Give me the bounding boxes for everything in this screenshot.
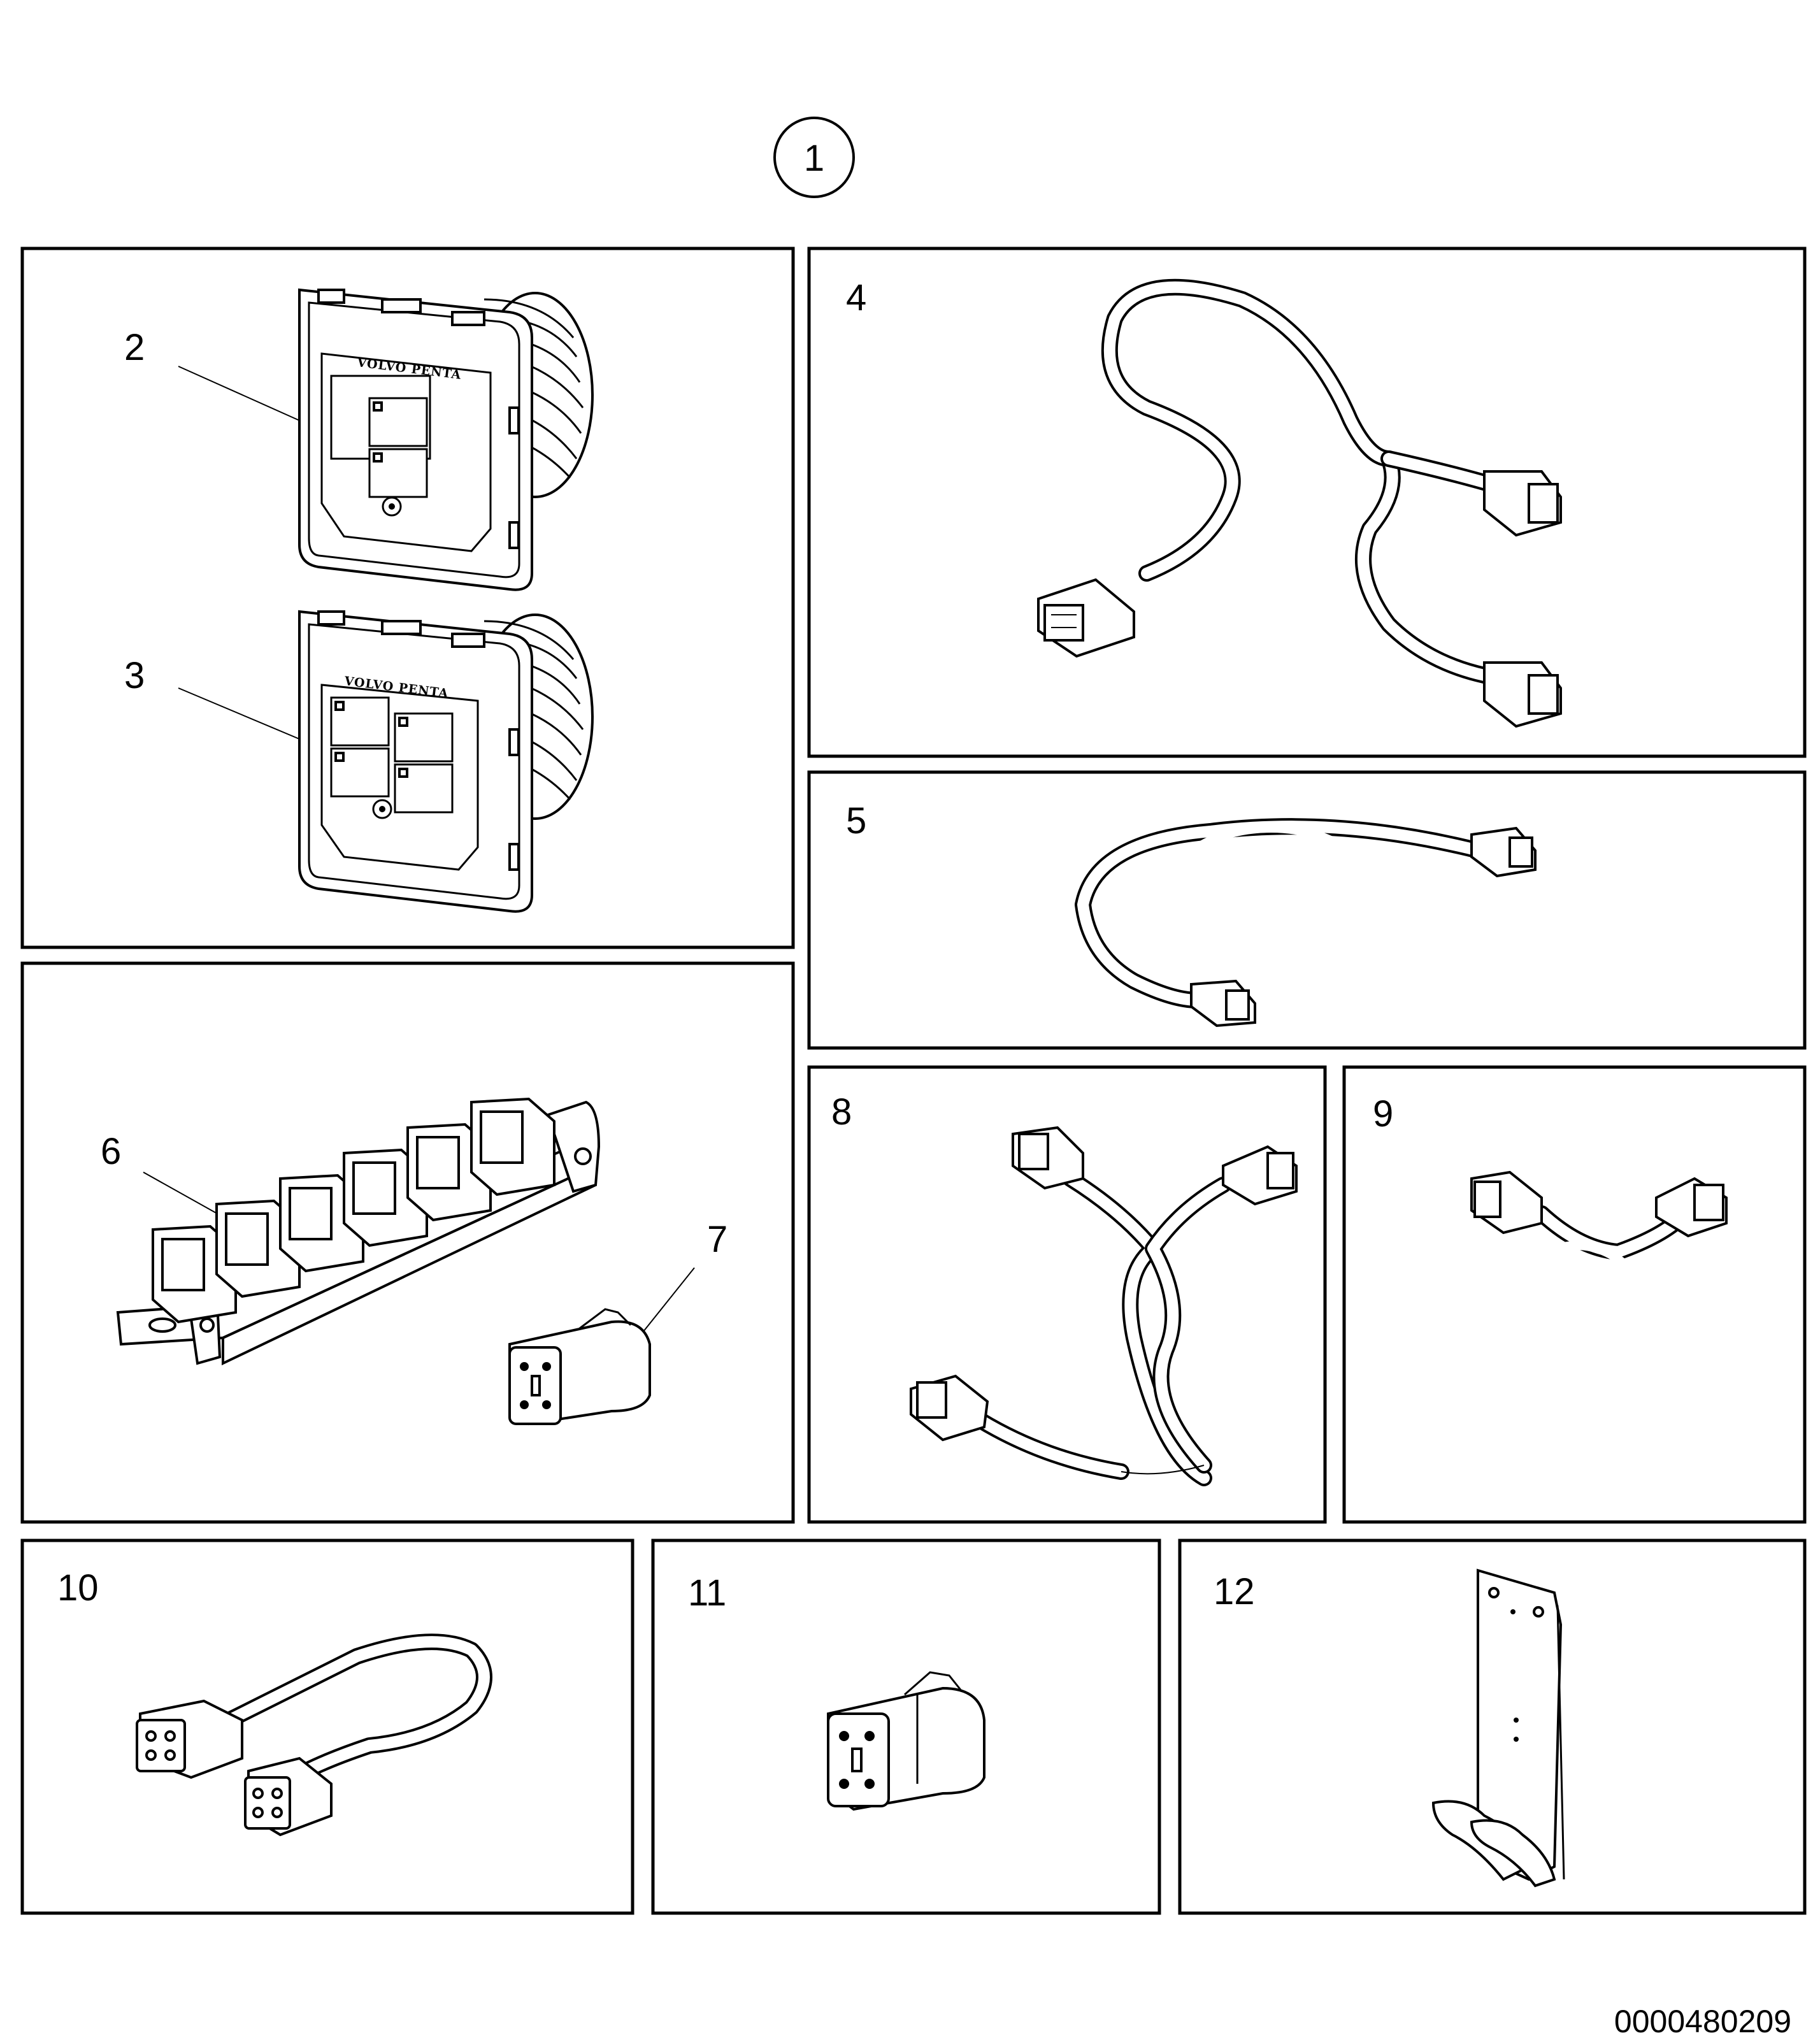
socket-1 xyxy=(152,1224,237,1324)
connector-a-item-9 xyxy=(1470,1170,1543,1235)
panel-item-8: 8 xyxy=(807,1065,1327,1524)
panel-item-9: 9 xyxy=(1342,1065,1807,1524)
label-item-12: 12 xyxy=(1214,1571,1255,1612)
panel-control-units: 2 3 VOLV xyxy=(20,247,795,949)
connector-a-item-8 xyxy=(1012,1126,1084,1190)
label-item-11: 11 xyxy=(688,1572,726,1614)
label-item-10: 10 xyxy=(57,1567,99,1609)
label-item-6: 6 xyxy=(101,1131,121,1172)
reference-number: 0000480209 xyxy=(1614,2004,1791,2038)
plug-item-11 xyxy=(827,1671,985,1811)
connector-b-item-4 xyxy=(1483,470,1562,537)
panel-item-4: 4 xyxy=(807,247,1807,758)
socket-4 xyxy=(343,1148,428,1247)
connector-a-item-4 xyxy=(1037,578,1135,658)
connector-c-item-4 xyxy=(1483,661,1562,728)
socket-2 xyxy=(215,1199,301,1298)
bracket-item-12 xyxy=(1431,1568,1565,1888)
connector-b-item-5 xyxy=(1190,979,1256,1028)
plug-item-7 xyxy=(508,1308,651,1426)
main-callout: 1 xyxy=(773,117,855,198)
panel-item-12: 12 xyxy=(1178,1539,1807,1915)
connector-a-item-10 xyxy=(136,1699,243,1779)
control-panel-four-button: VOLVO PENTA xyxy=(298,610,594,913)
connector-b-item-8 xyxy=(1222,1145,1298,1206)
connector-block xyxy=(116,1097,601,1366)
socket-5 xyxy=(406,1123,492,1222)
panel-items-6-7: 6 7 xyxy=(20,961,795,1524)
panel-item-10: 10 xyxy=(20,1539,634,1915)
label-item-4: 4 xyxy=(846,277,866,319)
panel-item-11: 11 xyxy=(651,1539,1161,1915)
label-item-2: 2 xyxy=(124,327,145,368)
socket-3 xyxy=(279,1173,364,1273)
panel-item-5: 5 xyxy=(807,770,1807,1050)
label-item-5: 5 xyxy=(846,800,866,842)
label-item-3: 3 xyxy=(124,655,145,696)
main-callout-number: 1 xyxy=(804,138,824,179)
connector-b-item-10 xyxy=(244,1756,333,1837)
label-item-9: 9 xyxy=(1373,1093,1393,1135)
connector-a-item-5 xyxy=(1470,826,1537,878)
label-item-7: 7 xyxy=(707,1219,727,1260)
label-item-8: 8 xyxy=(831,1091,852,1133)
connector-b-item-9 xyxy=(1655,1177,1728,1238)
connector-c-item-8 xyxy=(910,1374,989,1442)
socket-6 xyxy=(470,1097,555,1196)
control-panel-two-button: VOLVO PENTA xyxy=(298,288,594,591)
